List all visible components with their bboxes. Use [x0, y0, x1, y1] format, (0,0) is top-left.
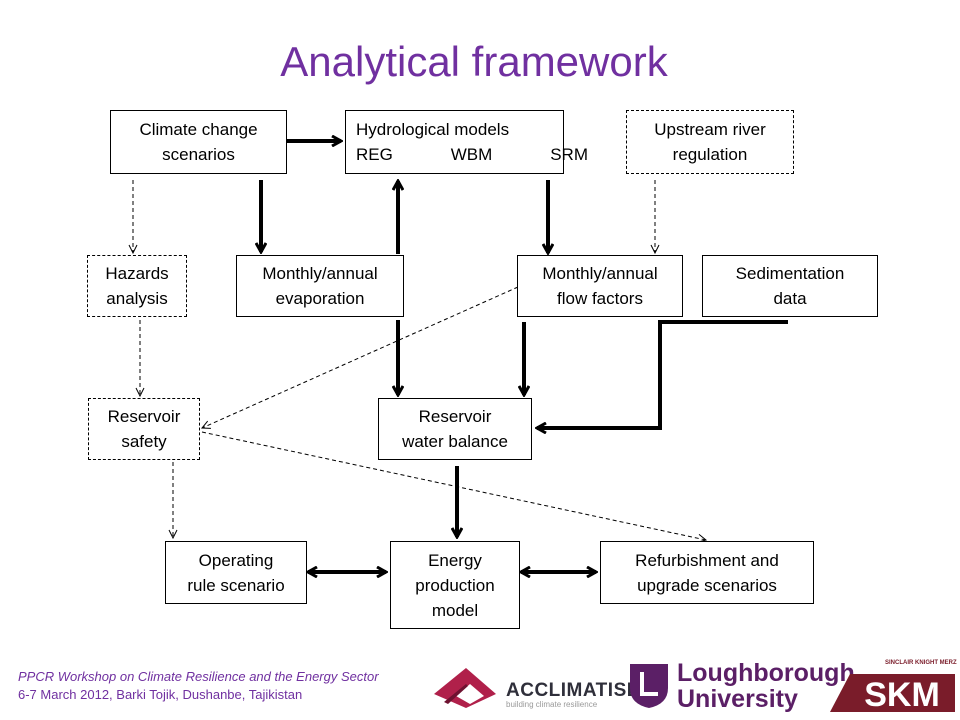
box-text: safety	[121, 432, 167, 451]
dashed-arrow-safety-to-refurb	[201, 431, 706, 540]
skm-logo-icon: SKM	[830, 674, 955, 714]
box-refurbishment-scenarios: Refurbishment and upgrade scenarios	[600, 541, 814, 604]
box-text: rule scenario	[187, 575, 285, 595]
box-hydrological-models: Hydrological models REG WBM SRM	[345, 110, 588, 174]
page-title: Analytical framework	[280, 38, 668, 85]
box-text: model	[431, 600, 479, 620]
box-text: Reservoir	[107, 407, 181, 426]
box-text: flow factors	[557, 289, 643, 308]
box-text: Climate change	[139, 120, 258, 139]
box-text: Sedimentation	[735, 264, 845, 283]
footer-event-info: PPCR Workshop on Climate Resilience and …	[18, 668, 379, 704]
box-text: Hazards	[105, 264, 169, 283]
lboro-line-1: Loughborough	[677, 659, 855, 687]
lboro-line-2: University	[677, 685, 798, 713]
model-name: WBM	[450, 145, 493, 164]
box-upstream-river-regulation: Upstream river regulation	[626, 110, 794, 174]
box-text: Monthly/annual	[262, 264, 378, 283]
box-text: Reservoir	[418, 407, 492, 426]
acclimatise-wordmark: ACCLIMATISE building climate resilience	[506, 680, 640, 709]
skm-small-text: SINCLAIR KNIGHT MERZ	[885, 660, 957, 666]
model-list: REG WBM SRM	[356, 142, 588, 167]
box-text: water balance	[402, 432, 508, 451]
loughborough-wordmark: Loughborough University	[677, 660, 855, 712]
acclimatise-logo-icon	[434, 668, 496, 708]
dashed-arrow-flow-to-safety	[202, 286, 519, 428]
box-text: Monthly/annual	[542, 264, 658, 283]
box-evaporation: Monthly/annual evaporation	[236, 255, 404, 317]
acclimatise-tagline: building climate resilience	[506, 700, 598, 709]
box-energy-production-model: Energy production model	[390, 541, 520, 629]
model-name: SRM	[550, 145, 588, 164]
box-text: Refurbishment and	[635, 550, 779, 570]
box-text: scenarios	[162, 145, 235, 164]
skm-text: SKM	[864, 676, 940, 714]
box-reservoir-safety: Reservoir safety	[88, 398, 200, 460]
box-text: regulation	[672, 145, 748, 164]
acclimatise-name: ACCLIMATISE	[506, 680, 640, 701]
box-climate-change-scenarios: Climate change scenarios	[110, 110, 287, 174]
box-text: analysis	[106, 289, 168, 308]
box-text: production	[415, 575, 495, 595]
box-reservoir-water-balance: Reservoir water balance	[378, 398, 532, 460]
box-text: data	[773, 289, 807, 308]
box-text: Energy	[428, 550, 482, 570]
box-hazards-analysis: Hazards analysis	[87, 255, 187, 317]
box-text: evaporation	[275, 289, 365, 308]
footer-line-2: 6-7 March 2012, Barki Tojik, Dushanbe, T…	[18, 687, 303, 702]
box-text: Upstream river	[654, 120, 766, 139]
box-sedimentation-data: Sedimentation data	[702, 255, 878, 317]
loughborough-crest-icon	[630, 664, 668, 708]
arrow-sedimentation-to-balance	[537, 320, 788, 428]
footer-line-1: PPCR Workshop on Climate Resilience and …	[18, 669, 379, 684]
box-flow-factors: Monthly/annual flow factors	[517, 255, 683, 317]
box-operating-rule-scenario: Operating rule scenario	[165, 541, 307, 604]
model-name: REG	[356, 145, 393, 164]
box-text: Hydrological models	[356, 120, 510, 139]
box-text: Operating	[198, 550, 274, 570]
box-text: upgrade scenarios	[637, 575, 777, 595]
